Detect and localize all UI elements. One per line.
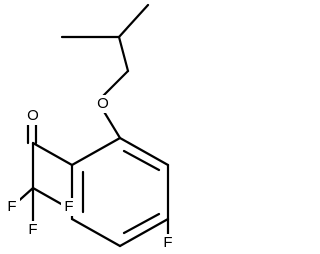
- left-fluorine-label: F: [7, 198, 16, 215]
- structure-diagram: O O F F F F: [4, 3, 176, 252]
- left-fluorine-bg: [4, 198, 20, 216]
- right-fluorine-label: F: [64, 198, 73, 215]
- molecule-canvas: O O F F F F: [4, 3, 176, 252]
- bond-isobutyl-methyl-top: [117, 3, 150, 39]
- bonds: [12, 3, 170, 248]
- carbonyl-oxygen-bg: [24, 107, 42, 125]
- ether-oxygen-bg: [94, 95, 112, 113]
- bond-ring-4: [70, 217, 122, 248]
- atom-labels: O O F F F F: [4, 95, 176, 252]
- bond-ring-inner-2: [122, 212, 161, 235]
- ring-fluorine-label: F: [163, 234, 172, 251]
- bottom-fluorine-bg: [25, 221, 41, 239]
- bond-cf3-to-right-fluorine: [31, 186, 65, 207]
- bond-isobutyl-chain: [117, 35, 130, 73]
- bond-ring-inner-1: [122, 149, 161, 172]
- carbonyl-oxygen-label: O: [27, 107, 39, 124]
- bond-chain-to-ether-oxygen: [101, 69, 130, 98]
- ring-fluorine-bg: [160, 234, 176, 252]
- bond-ring-to-carbonyl-carbon: [31, 141, 74, 167]
- ether-oxygen-label: O: [97, 95, 109, 112]
- bond-ring-1: [118, 136, 170, 167]
- bond-ring-3: [118, 217, 170, 248]
- bottom-fluorine-label: F: [28, 221, 37, 238]
- bond-ring-6: [70, 136, 122, 167]
- bond-ether-oxygen-to-ring: [101, 108, 122, 140]
- right-fluorine-bg: [61, 198, 77, 216]
